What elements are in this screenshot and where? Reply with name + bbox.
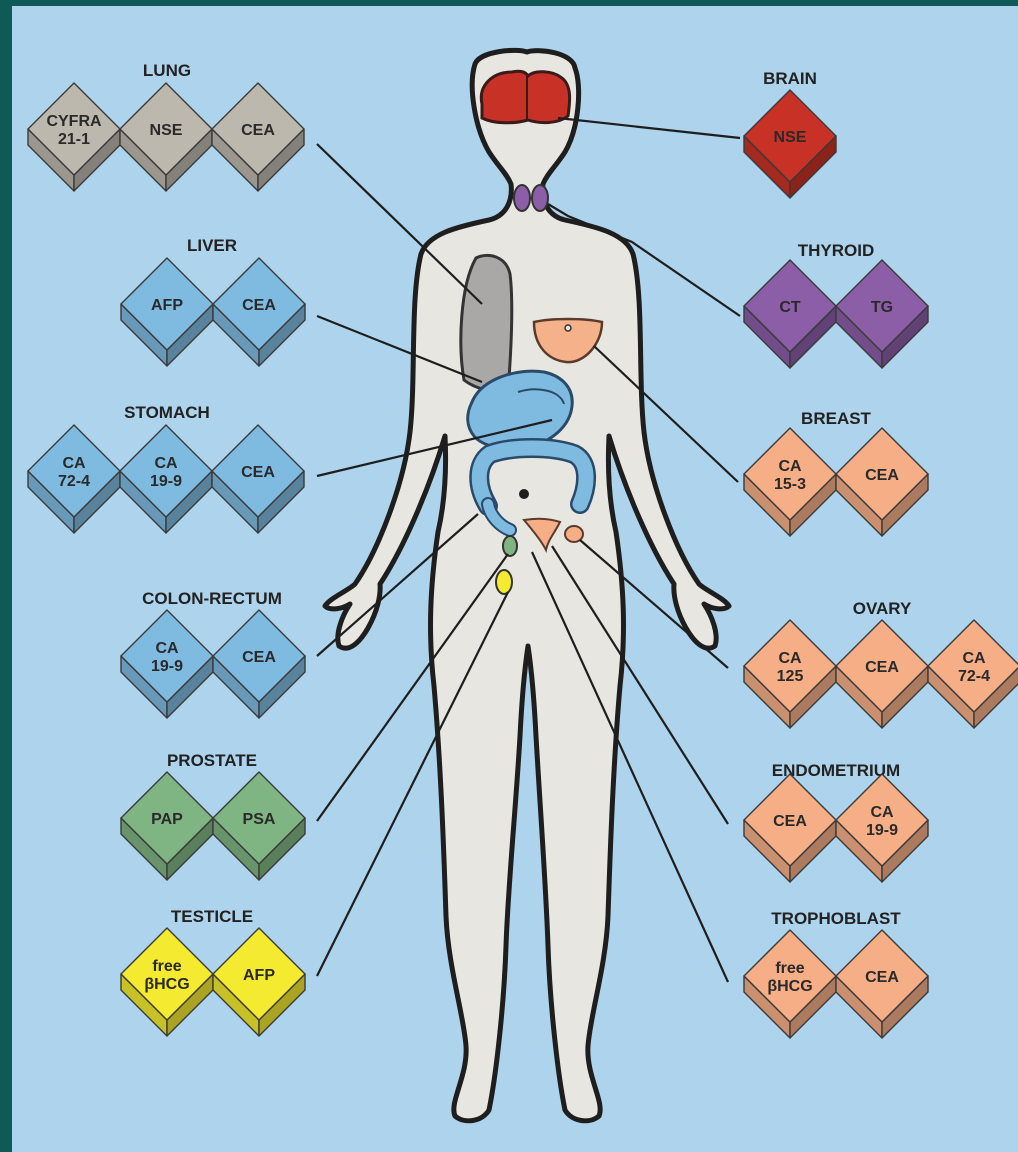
group-liver: LIVER AFP CEA (121, 236, 305, 366)
liver-marker-text: CEA (242, 297, 276, 314)
colon-rectum-marker-cube: CEA (213, 610, 305, 718)
testicle-marker-text: βHCG (144, 976, 189, 993)
breast-marker-text: CA (778, 458, 802, 475)
lung-label: LUNG (143, 61, 191, 80)
testicle-organ (496, 570, 512, 594)
lung-marker-text: CEA (241, 122, 275, 139)
trophoblast-marker-text: βHCG (767, 978, 812, 995)
trophoblast-marker-text: free (775, 960, 804, 977)
stomach-marker-text: CEA (241, 464, 275, 481)
ovary-marker-text: CA (962, 650, 986, 667)
lung-marker-text: 21-1 (58, 131, 90, 148)
breast-label: BREAST (801, 409, 872, 428)
endometrium-marker-text: CEA (773, 813, 807, 830)
thyroid-label: THYROID (798, 241, 875, 260)
brain-marker-text: NSE (774, 129, 807, 146)
thyroid-marker-cube: CT (744, 260, 836, 368)
stomach-marker-text: CA (62, 455, 86, 472)
prostate-organ (503, 536, 517, 556)
testicle-marker-text: AFP (243, 967, 275, 984)
brain-label: BRAIN (763, 69, 817, 88)
group-brain: BRAIN NSE (744, 69, 836, 198)
ovary-marker-text: 72-4 (958, 668, 990, 685)
thyroid-marker-text: TG (871, 299, 893, 316)
colon-rectum-marker-text: CA (155, 640, 179, 657)
ovary-marker-text: CA (778, 650, 802, 667)
ovary-organ (565, 526, 583, 542)
lung-marker-text: NSE (150, 122, 183, 139)
colon-rectum-label: COLON-RECTUM (142, 589, 282, 608)
ovary-marker-text: CEA (865, 659, 899, 676)
lung-marker-cube: NSE (120, 83, 212, 191)
breast-marker-text: 15-3 (774, 476, 806, 493)
prostate-marker-text: PAP (151, 811, 183, 828)
prostate-marker-cube: PAP (121, 772, 213, 880)
ovary-label: OVARY (853, 599, 912, 618)
prostate-label: PROSTATE (167, 751, 257, 770)
lung-marker-text: CYFRA (46, 113, 102, 130)
liver-marker-cube: CEA (213, 258, 305, 366)
trophoblast-label: TROPHOBLAST (771, 909, 901, 928)
prostate-marker-cube: PSA (213, 772, 305, 880)
thyroid-marker-cube: TG (836, 260, 928, 368)
ovary-marker-cube: CEA (836, 620, 928, 728)
endometrium-marker-text: 19-9 (866, 822, 898, 839)
liver-marker-cube: AFP (121, 258, 213, 366)
lung-marker-cube: CEA (212, 83, 304, 191)
endometrium-marker-cube: CEA (744, 774, 836, 882)
group-prostate: PROSTATE PAP PSA (121, 751, 305, 880)
breast-marker-text: CEA (865, 467, 899, 484)
group-thyroid: THYROID CT TG (744, 241, 928, 368)
testicle-marker-cube: AFP (213, 928, 305, 1036)
trophoblast-marker-cube: CEA (836, 930, 928, 1038)
testicle-label: TESTICLE (171, 907, 253, 926)
brain-marker-cube: NSE (744, 90, 836, 198)
thyroid-organ (514, 185, 530, 211)
brain-organ (481, 71, 569, 123)
prostate-marker-text: PSA (243, 811, 276, 828)
breast-marker-cube: CEA (836, 428, 928, 536)
stomach-label: STOMACH (124, 403, 210, 422)
endometrium-marker-text: CA (870, 804, 894, 821)
ovary-marker-text: 125 (777, 668, 804, 685)
stomach-marker-text: CA (154, 455, 178, 472)
stomach-marker-cube: CEA (212, 425, 304, 533)
lung-organ (461, 255, 512, 392)
testicle-marker-text: free (152, 958, 181, 975)
stomach-marker-text: 72-4 (58, 473, 90, 490)
liver-marker-text: AFP (151, 297, 183, 314)
colon-rectum-marker-text: 19-9 (151, 658, 183, 675)
stomach-marker-text: 19-9 (150, 473, 182, 490)
trophoblast-marker-text: CEA (865, 969, 899, 986)
thyroid-marker-text: CT (779, 299, 801, 316)
colon-rectum-marker-text: CEA (242, 649, 276, 666)
liver-label: LIVER (187, 236, 237, 255)
